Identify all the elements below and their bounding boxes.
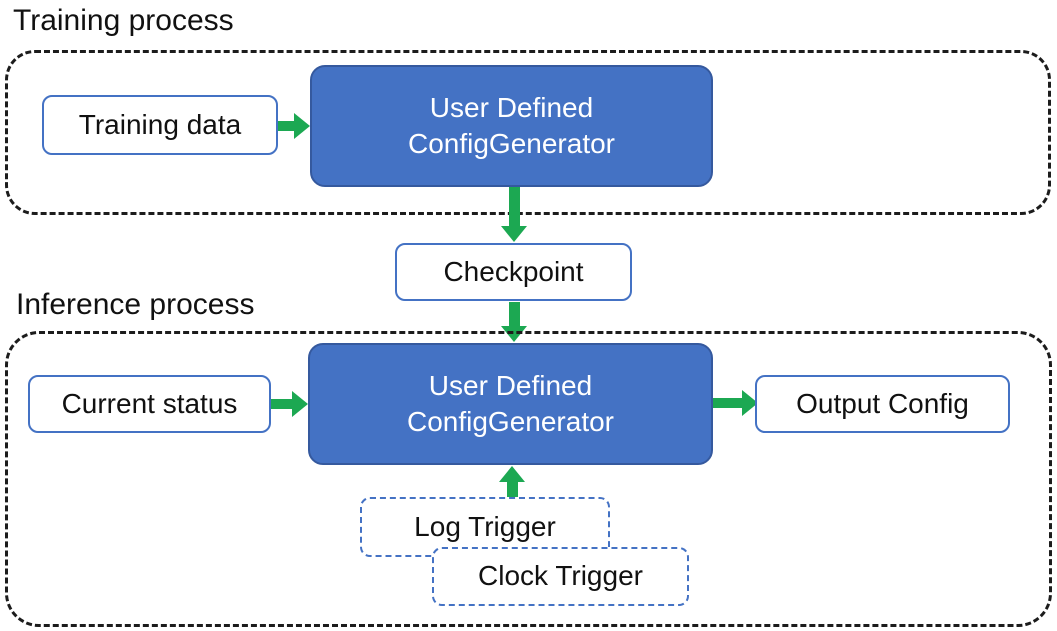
arrow-shaft	[506, 482, 518, 498]
clock-trigger-box: Clock Trigger	[432, 547, 689, 606]
inference-config-generator-box: User Defined ConfigGenerator	[308, 343, 713, 465]
checkpoint-box: Checkpoint	[395, 243, 632, 301]
training-config-generator-box: User Defined ConfigGenerator	[310, 65, 713, 187]
arrow-shaft	[278, 121, 294, 131]
arrow-shaft	[508, 302, 520, 326]
arrow-checkpoint-to-inference-generator	[501, 302, 527, 342]
training-process-title: Training process	[13, 4, 234, 37]
training-process-container	[5, 50, 1051, 215]
arrow-head-down-icon	[501, 226, 527, 242]
arrow-shaft	[508, 187, 520, 226]
arrow-shaft	[713, 398, 742, 408]
arrow-current-status-to-generator	[271, 391, 308, 417]
arrow-training-data-to-generator	[278, 113, 310, 139]
arrow-generator-to-output-config	[713, 390, 758, 416]
arrow-head-right-icon	[292, 391, 308, 417]
arrow-triggers-to-generator	[499, 466, 525, 498]
arrow-training-generator-to-checkpoint	[501, 187, 527, 242]
arrow-head-down-icon	[501, 326, 527, 342]
generator-label-line1: User Defined	[428, 369, 593, 401]
training-data-box: Training data	[42, 95, 278, 155]
arrow-head-right-icon	[294, 113, 310, 139]
arrow-shaft	[271, 399, 292, 409]
arrow-head-right-icon	[742, 390, 758, 416]
current-status-box: Current status	[28, 375, 271, 433]
inference-process-container	[5, 331, 1052, 627]
output-config-box: Output Config	[755, 375, 1010, 433]
generator-label-line2: ConfigGenerator	[407, 128, 615, 159]
arrow-head-up-icon	[499, 466, 525, 482]
inference-process-title: Inference process	[16, 288, 255, 321]
generator-label-line2: ConfigGenerator	[406, 406, 614, 437]
generator-label-line1: User Defined	[429, 91, 594, 123]
